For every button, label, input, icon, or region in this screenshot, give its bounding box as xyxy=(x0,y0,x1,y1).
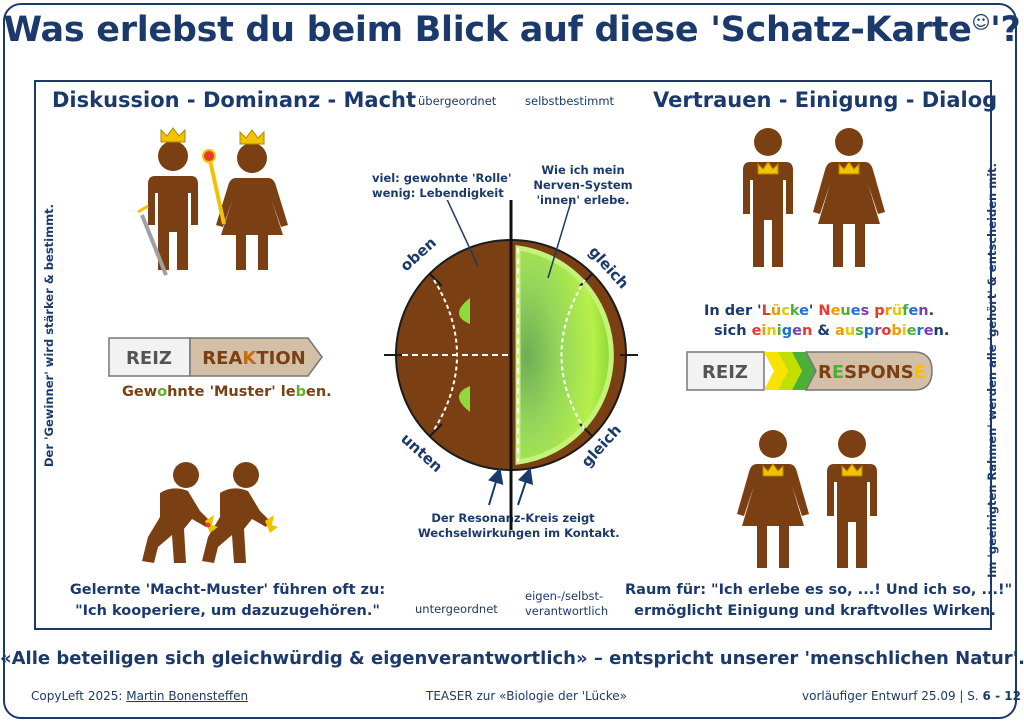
page-title: Was erlebst du beim Blick auf diese 'Sch… xyxy=(3,10,1021,50)
left-badge-reiz: REIZ xyxy=(126,348,172,369)
equal-couple-bottom xyxy=(737,430,877,568)
note-gewohnte-rolle: viel: gewohnte 'Rolle'wenig: Lebendigkei… xyxy=(372,171,512,200)
left-side-text: Der 'Gewinner' wird stärker & bestimmt. xyxy=(42,204,56,467)
right-caption: Raum für: "Ich erlebe es so, ...! Und ic… xyxy=(625,582,1013,619)
footer-teaser: TEASER zur «Biologie der 'Lücke» xyxy=(426,689,627,703)
label-oben: oben xyxy=(397,234,440,275)
author-link[interactable]: Martin Bonensteffen xyxy=(126,689,249,703)
left-badge-reaktion: REAKTION xyxy=(202,348,305,369)
bottom-quote: «Alle beteiligen sich gleichwürdig & eig… xyxy=(0,648,1024,669)
label-uebergeordnet: übergeordnet xyxy=(418,94,497,108)
left-pattern-text: Gewohnte 'Muster' leben. xyxy=(122,384,332,400)
equal-couple-top xyxy=(743,128,885,267)
footer-draft: vorläufiger Entwurf 25.09 | S. 6 - 12 xyxy=(802,689,1021,703)
green-half-shape xyxy=(515,245,614,465)
kneeling-figures xyxy=(142,462,278,563)
left-caption: Gelernte 'Macht-Muster' führen oft zu:"I… xyxy=(69,582,386,619)
reiz-response-badge: REIZ RESPONSE xyxy=(686,351,933,391)
label-untergeordnet: untergeordnet xyxy=(415,602,498,616)
reiz-reaktion-badge: REIZ REAKTION xyxy=(108,337,323,377)
right-badge-response: RESPONSE xyxy=(818,362,926,383)
label-eigenverantwortlich: eigen-/selbst-verantwortlich xyxy=(525,589,609,618)
right-section-title: Vertrauen - Einigung - Dialog xyxy=(653,88,998,112)
right-side-text: Im 'geeinigten Rahmen' werden alle 'gehö… xyxy=(985,163,999,578)
left-section-title: Diskussion - Dominanz - Macht xyxy=(52,88,417,112)
content-frame xyxy=(34,80,992,630)
smiley-icon: ☺ xyxy=(971,12,991,34)
king-queen-figures xyxy=(137,127,288,276)
lucke-line-1: In der 'Lücke' Neues prüfen. xyxy=(704,303,935,319)
resonance-circle-diagram: oben unten gleich gleich xyxy=(384,200,638,530)
lucke-line-2: sich einigen & ausprobieren. xyxy=(714,323,950,339)
footer-copyleft: CopyLeft 2025: Martin Bonensteffen xyxy=(31,689,249,703)
label-selbstbestimmt: selbstbestimmt xyxy=(525,94,615,108)
right-badge-reiz: REIZ xyxy=(702,362,748,383)
